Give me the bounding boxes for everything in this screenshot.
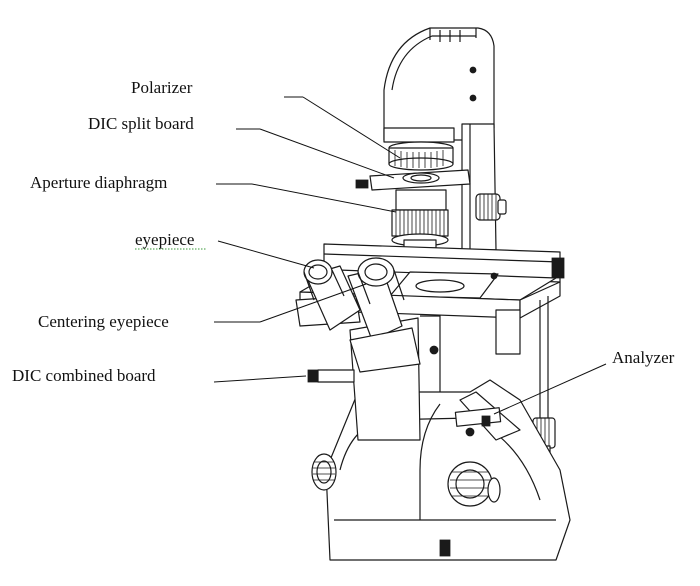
callout-aperture-diaphragm: Aperture diaphragm (30, 173, 397, 213)
illuminator-pillar (461, 123, 507, 251)
leader-line-analyzer (493, 363, 607, 415)
dic-split-board-slider (355, 169, 471, 191)
focus-knob-right (447, 461, 501, 507)
callout-analyzer: Analyzer (493, 348, 675, 415)
label-eyepiece: eyepiece (135, 230, 194, 249)
label-aperture-diaphragm: Aperture diaphragm (30, 173, 167, 192)
focus-knob-left (311, 453, 337, 491)
eyepiece-left (303, 259, 345, 301)
eyepiece-right (357, 257, 405, 305)
label-dic-split-board: DIC split board (88, 114, 194, 133)
label-centering-eyepiece: Centering eyepiece (38, 312, 169, 331)
callout-dic-split-board: DIC split board (88, 114, 395, 179)
dic-combined-board-slider (307, 369, 355, 383)
label-polarizer: Polarizer (131, 78, 193, 97)
label-dic-combined-board: DIC combined board (12, 366, 156, 385)
illuminator-lamp-house (383, 27, 495, 143)
label-analyzer: Analyzer (612, 348, 675, 367)
leader-line-dic-combined-board (213, 375, 307, 383)
callout-dic-combined-board: DIC combined board (12, 366, 307, 385)
polarizer-assembly (388, 141, 454, 171)
callout-eyepiece: eyepiece (135, 230, 315, 269)
callout-polarizer: Polarizer (131, 78, 401, 159)
aperture-diaphragm-assembly (391, 189, 449, 249)
microscope-illustration (295, 27, 571, 561)
leader-line-eyepiece (217, 240, 315, 269)
callout-centering-eyepiece: Centering eyepiece (38, 283, 367, 331)
